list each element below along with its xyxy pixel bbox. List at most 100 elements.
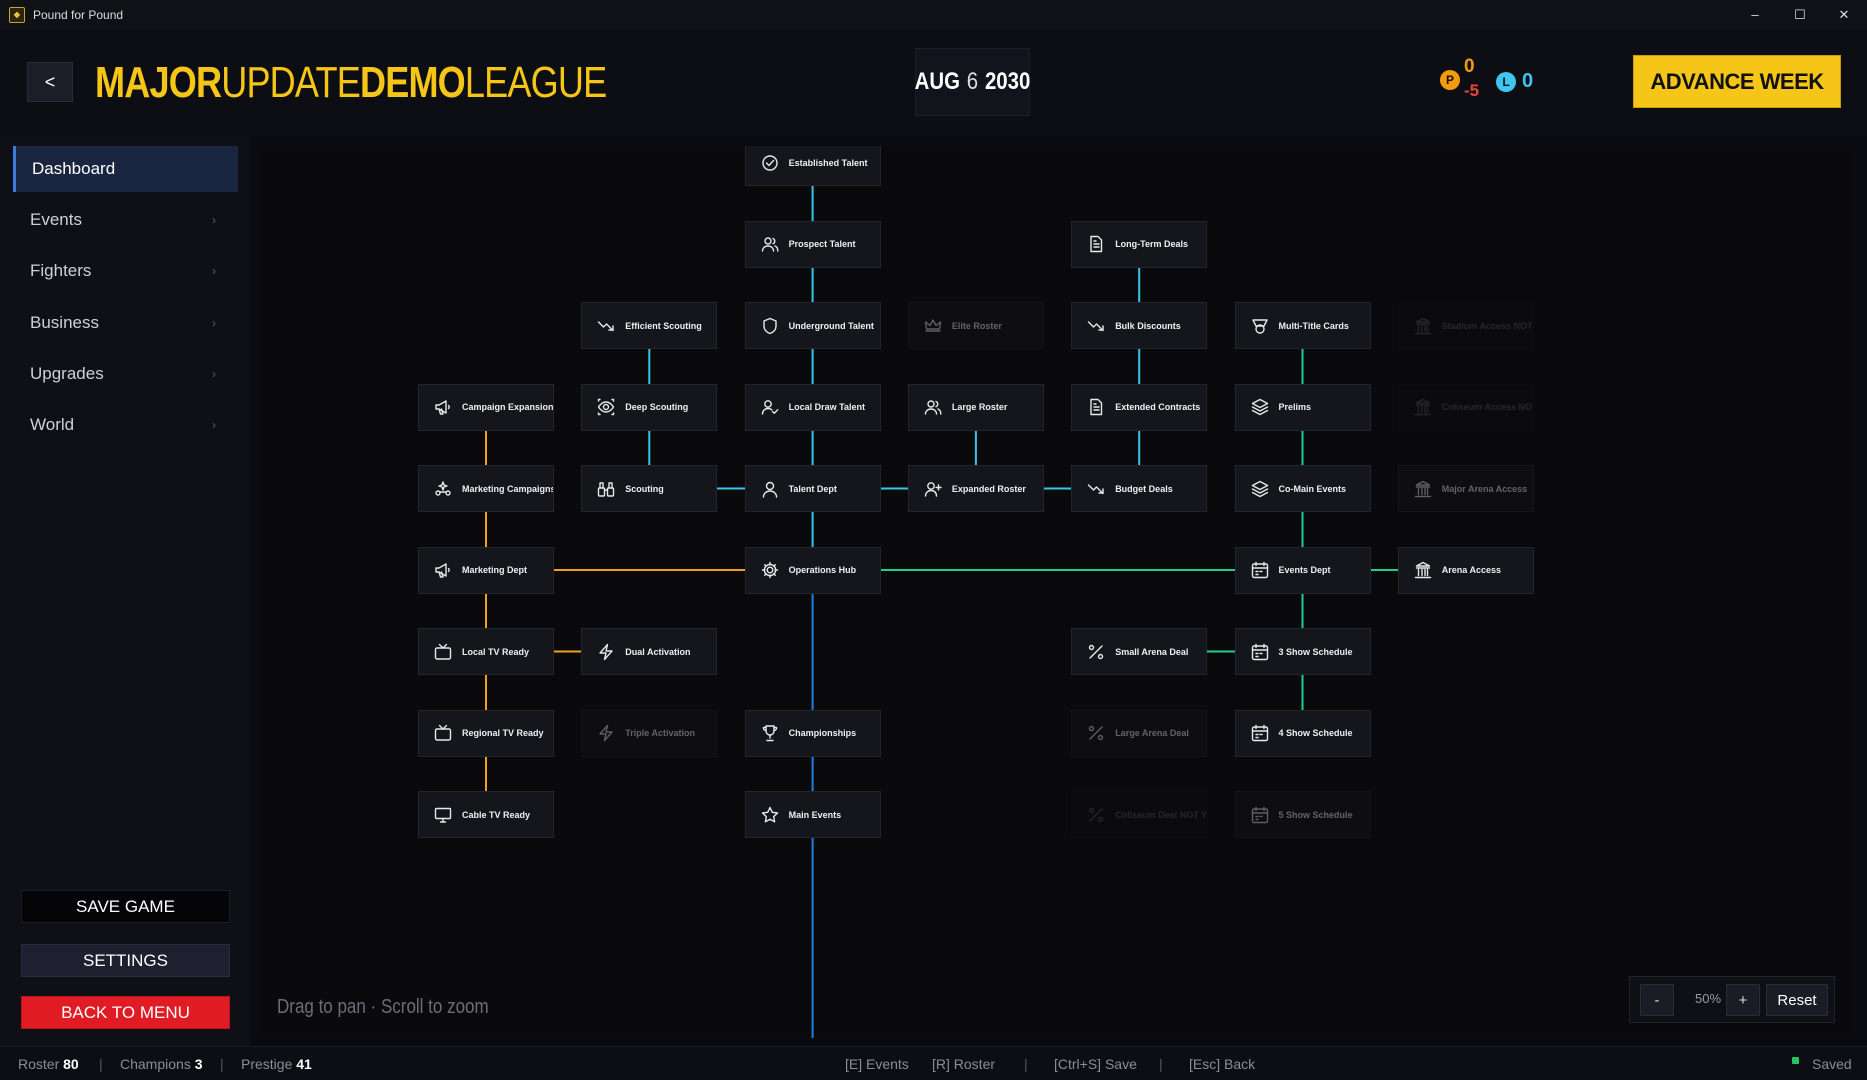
advance-week-button[interactable]: ADVANCE WEEK (1633, 55, 1841, 108)
upgrade-node-majorarena[interactable]: Major Arena Access (1397, 465, 1534, 512)
trend-down-icon (1086, 480, 1106, 498)
sidebar-item-world[interactable]: World› (30, 415, 216, 434)
upgrade-node-longterm[interactable]: Long-Term Deals (1071, 220, 1208, 268)
upgrade-node-eliteroster[interactable]: Elite Roster (907, 302, 1044, 349)
node-corner-accent (1202, 507, 1206, 511)
upgrade-node-label: Local TV Ready (462, 646, 530, 657)
node-corner-accent (876, 426, 880, 430)
percent-icon (1086, 724, 1106, 742)
upgrade-node-tripleact[interactable]: Triple Activation (581, 709, 718, 757)
upgrade-node-prelims[interactable]: Prelims (1234, 383, 1371, 431)
node-corner-accent (549, 752, 553, 756)
upgrade-node-label: 3 Show Schedule (1278, 646, 1353, 657)
upgrade-node-cabletv[interactable]: Cable TV Ready (418, 791, 554, 838)
upgrade-node-show5[interactable]: 5 Show Schedule (1234, 791, 1371, 838)
zoom-reset-button[interactable]: Reset (1766, 984, 1828, 1016)
upgrade-node-label: Prelims (1278, 402, 1312, 412)
upgrade-node-deepscout[interactable]: Deep Scouting (581, 383, 718, 431)
upgrade-node-effscout[interactable]: Efficient Scouting (581, 302, 718, 349)
upgrade-node-underground[interactable]: Underground Talent (744, 302, 881, 349)
window-title: Pound for Pound (33, 7, 124, 22)
upgrade-node-smallarena[interactable]: Small Arena Deal (1071, 628, 1208, 675)
upgrade-node-coliseum[interactable]: Coliseum Access NOT YET (1397, 383, 1534, 431)
tv-icon (433, 643, 453, 661)
upgrade-node-mktdept[interactable]: Marketing Dept (418, 546, 554, 594)
upgrade-node-bulk[interactable]: Bulk Discounts (1071, 302, 1208, 349)
settings-button[interactable]: SETTINGS (21, 944, 230, 977)
upgrade-node-localtv[interactable]: Local TV Ready (418, 628, 554, 675)
upgrade-node-largeroster[interactable]: Large Roster (907, 383, 1044, 431)
node-corner-accent (1202, 344, 1206, 348)
shield-icon (760, 317, 780, 335)
upgrade-node-opshub[interactable]: Operations Hub (744, 546, 881, 594)
sidebar-item-fighters[interactable]: Fighters› (30, 261, 216, 280)
upgrade-node-campaign[interactable]: Campaign Expansion (418, 383, 554, 431)
upgrade-node-label: Multi-Title Cards (1278, 320, 1349, 331)
node-corner-accent (1366, 426, 1370, 430)
upgrade-node-comain[interactable]: Co-Main Events (1234, 465, 1371, 512)
zoom-out-button[interactable]: - (1640, 984, 1674, 1016)
layers-icon (1250, 398, 1270, 416)
upgrade-node-stadium[interactable]: Stadium Access NOT YET (1397, 302, 1534, 349)
upgrade-node-mainevents[interactable]: Main Events (744, 791, 881, 838)
back-button[interactable]: < (27, 62, 73, 102)
upgrade-node-localdraw[interactable]: Local Draw Talent (744, 383, 881, 431)
upgrade-node-regionaltv[interactable]: Regional TV Ready (418, 709, 554, 757)
upgrade-node-label: Budget Deals (1115, 483, 1173, 494)
calendar-icon (1250, 643, 1270, 661)
sparkle-icon (433, 480, 453, 498)
upgrade-node-label: Major Arena Access (1441, 483, 1528, 494)
minimize-button[interactable]: – (1751, 7, 1759, 22)
save-game-button[interactable]: SAVE GAME (21, 890, 230, 923)
upgrade-node-label: Marketing Campaigns (462, 483, 554, 494)
upgrade-node-talentdept[interactable]: Talent Dept (744, 465, 881, 512)
upgrade-node-extcontracts[interactable]: Extended Contracts (1071, 383, 1208, 431)
close-window-button[interactable]: ✕ (1838, 6, 1850, 22)
upgrade-node-label: Operations Hub (788, 565, 857, 575)
upgrade-node-coliseumdeal[interactable]: Coliseum Deal NOT YET (1071, 791, 1208, 838)
zoom-in-button[interactable]: + (1726, 984, 1760, 1016)
percent-icon (1086, 643, 1106, 661)
award-icon (1250, 317, 1270, 335)
trophy-icon (760, 724, 780, 742)
upgrade-node-scouting[interactable]: Scouting (581, 465, 718, 512)
upgrade-node-label: Main Events (788, 809, 842, 820)
upgrade-node-multititle[interactable]: Multi-Title Cards (1234, 302, 1371, 349)
crown-icon (923, 317, 943, 335)
upgrade-node-show3[interactable]: 3 Show Schedule (1234, 628, 1371, 675)
back-to-menu-button[interactable]: BACK TO MENU (21, 996, 230, 1029)
node-corner-accent (712, 507, 716, 511)
upgrade-node-label: Efficient Scouting (625, 320, 702, 331)
node-corner-accent (1039, 344, 1043, 348)
upgrade-node-budget[interactable]: Budget Deals (1071, 465, 1208, 512)
upgrade-node-established[interactable]: Established Talent (744, 146, 881, 186)
node-corner-accent (549, 507, 553, 511)
upgrade-node-prospect[interactable]: Prospect Talent (744, 220, 881, 268)
node-corner-accent (1202, 670, 1206, 674)
calendar-icon (1250, 806, 1270, 824)
node-corner-accent (1366, 589, 1370, 593)
upgrade-node-championships[interactable]: Championships (744, 709, 881, 757)
sidebar-item-business[interactable]: Business› (30, 313, 216, 332)
upgrade-node-label: Underground Talent (788, 320, 874, 331)
sidebar-item-events[interactable]: Events› (30, 210, 216, 229)
upgrade-node-mktcampaigns[interactable]: Marketing Campaigns (418, 465, 554, 512)
date-day: 6 (966, 68, 979, 95)
sidebar-item-upgrades[interactable]: Upgrades› (30, 364, 216, 383)
upgrade-node-arena[interactable]: Arena Access (1397, 546, 1534, 594)
node-corner-accent (712, 426, 716, 430)
node-corner-accent (1366, 752, 1370, 756)
tv-icon (433, 724, 453, 742)
upgrade-node-dualact[interactable]: Dual Activation (581, 628, 718, 675)
sidebar-item-dashboard[interactable]: Dashboard (13, 146, 238, 192)
upgrade-node-expandedroster[interactable]: Expanded Roster (907, 465, 1044, 512)
maximize-button[interactable]: ☐ (1794, 6, 1806, 22)
upgrade-node-show4[interactable]: 4 Show Schedule (1234, 709, 1371, 757)
prestige-points-delta: -5 (1464, 81, 1480, 100)
divider: | (99, 1056, 103, 1072)
node-corner-accent (549, 670, 553, 674)
upgrade-node-largearena[interactable]: Large Arena Deal (1071, 709, 1208, 757)
upgrade-node-eventsdept[interactable]: Events Dept (1234, 546, 1371, 594)
node-corner-accent (712, 752, 716, 756)
